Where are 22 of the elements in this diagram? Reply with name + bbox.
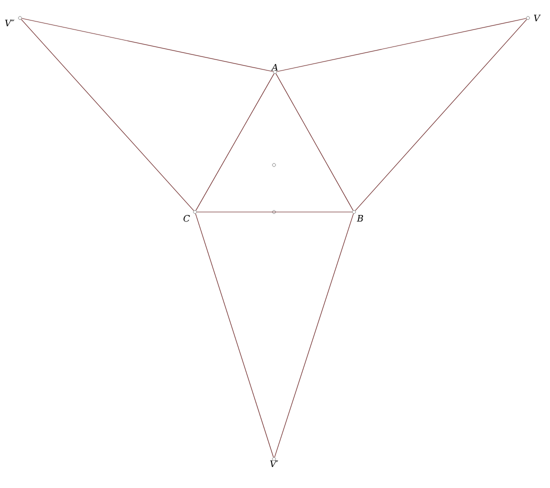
- labeled-point: C: [184, 210, 197, 222]
- labeled-point: B: [352, 210, 364, 222]
- line-segment: [274, 213, 354, 458]
- line-segment: [276, 73, 354, 211]
- point: [272, 163, 276, 167]
- node-label: C: [184, 214, 190, 222]
- line-segment: [20, 19, 194, 211]
- point: [272, 210, 276, 214]
- line-segment: [276, 18, 527, 72]
- labeled-point: A: [271, 64, 278, 74]
- labeled-point: V: [526, 14, 541, 22]
- labeled-point: V″: [5, 16, 22, 26]
- node-label: A: [271, 64, 278, 70]
- node-label: V′: [270, 460, 278, 468]
- node-label: V: [534, 14, 541, 22]
- line-segment: [195, 213, 274, 458]
- line-segment: [21, 18, 274, 72]
- line-segment: [354, 19, 528, 211]
- line-segment: [196, 73, 274, 211]
- node-label: B: [356, 214, 364, 222]
- node-label: V″: [5, 20, 14, 26]
- labeled-point: V′: [270, 457, 278, 468]
